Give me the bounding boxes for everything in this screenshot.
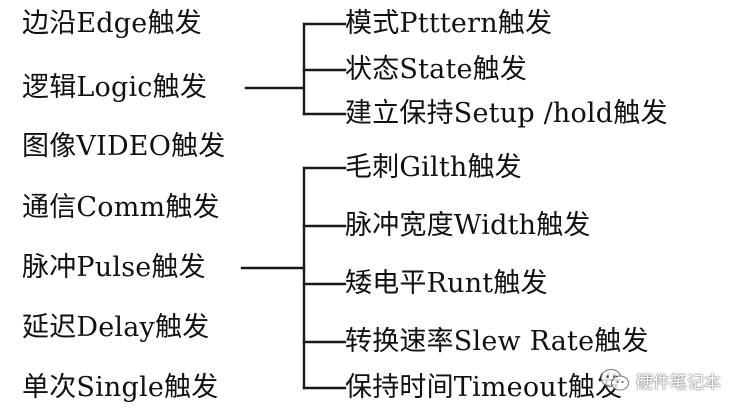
trigger-pulse: 脉冲Pulse触发: [22, 252, 206, 283]
pulse-glitch: 毛刺Gilth触发: [345, 152, 522, 183]
trigger-edge: 边沿Edge触发: [22, 8, 202, 39]
trigger-delay: 延迟Delay触发: [22, 312, 210, 343]
pulse-runt: 矮电平Runt触发: [345, 268, 548, 299]
pulse-timeout: 保持时间Timeout触发: [345, 372, 623, 403]
logic-setup-hold: 建立保持Setup /hold触发: [345, 98, 668, 129]
wechat-icon: [600, 368, 630, 392]
logic-state: 状态State触发: [345, 54, 528, 85]
watermark-text: 硬件笔记本: [636, 372, 721, 393]
pulse-slew-rate: 转换速率Slew Rate触发: [345, 326, 649, 357]
logic-pattern: 模式Ptttern触发: [345, 8, 553, 39]
trigger-video: 图像VIDEO触发: [22, 131, 226, 162]
watermark: 硬件笔记本: [600, 364, 721, 396]
trigger-comm: 通信Comm触发: [22, 192, 220, 223]
trigger-single: 单次Single触发: [22, 372, 219, 403]
trigger-logic: 逻辑Logic触发: [22, 72, 208, 103]
pulse-width: 脉冲宽度Width触发: [345, 210, 591, 241]
